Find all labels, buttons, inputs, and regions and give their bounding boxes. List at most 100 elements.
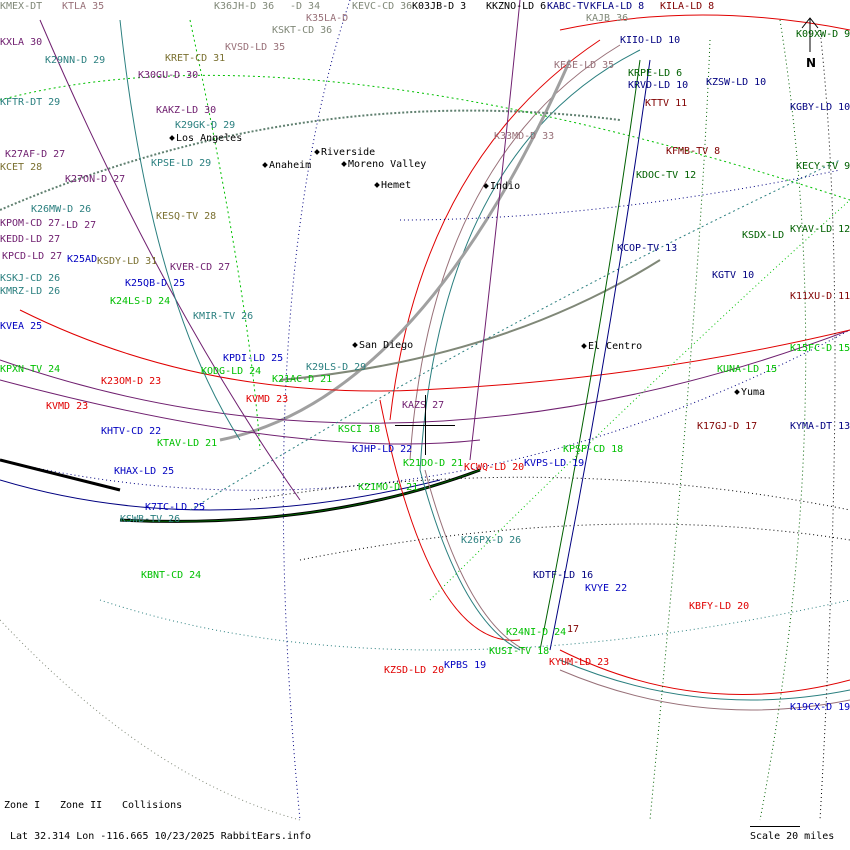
station-label[interactable]: KCET 28: [0, 162, 43, 173]
station-label[interactable]: KTTV 11: [645, 98, 688, 109]
station-label[interactable]: KABC-TV: [547, 1, 590, 12]
station-label[interactable]: KSKT-CD 36: [272, 25, 333, 36]
station-label[interactable]: K29NN-D 29: [45, 55, 106, 66]
station-label[interactable]: K27AF-D 27: [5, 149, 66, 160]
station-label[interactable]: K35LA-D: [306, 13, 349, 24]
station-label[interactable]: K27ON-D 27: [65, 174, 126, 185]
station-label[interactable]: KFMB-TV 8: [666, 146, 721, 157]
station-label[interactable]: KMEX-DT: [0, 1, 43, 12]
station-label[interactable]: KRPE-LD 6: [628, 68, 683, 79]
station-label[interactable]: KYMA-DT 13: [790, 421, 850, 432]
station-label[interactable]: KDOC-TV 12: [636, 170, 697, 181]
station-label[interactable]: KMIR-TV 26: [193, 311, 254, 322]
north-icon: N: [806, 56, 817, 70]
station-label[interactable]: KBFY-LD 20: [689, 601, 750, 612]
station-label[interactable]: KCWQ-LD 20: [464, 462, 525, 473]
station-label[interactable]: KSDY-LD 31: [97, 256, 158, 267]
station-label[interactable]: K7TC-LD 25: [145, 502, 206, 513]
station-label[interactable]: KAKZ-LD 30: [156, 105, 217, 116]
station-label[interactable]: KPBS 19: [444, 660, 487, 671]
station-label[interactable]: K29LS-D 29: [306, 362, 367, 373]
station-label[interactable]: KTAV-LD 21: [157, 438, 218, 449]
station-label[interactable]: KMRZ-LD 26: [0, 286, 61, 297]
station-label[interactable]: KRET-CD 31: [165, 53, 226, 64]
station-label[interactable]: K26MW-D 26: [31, 204, 92, 215]
station-label[interactable]: -D 34: [290, 1, 321, 12]
station-label[interactable]: KPCD-LD 27: [2, 251, 63, 262]
station-label[interactable]: KCOP-TV 13: [617, 243, 678, 254]
station-label[interactable]: K21AC-D 21: [272, 374, 333, 385]
station-label[interactable]: KHTV-CD 22: [101, 426, 162, 437]
station-label[interactable]: KSKJ-CD 26: [0, 273, 61, 284]
station-label[interactable]: KESQ-TV 28: [156, 211, 217, 222]
contour-arc: [0, 329, 850, 424]
station-label[interactable]: KFTR-DT 29: [0, 97, 61, 108]
station-label[interactable]: KZSD-LD 20: [384, 665, 445, 676]
station-label[interactable]: KODG-LD 24: [201, 366, 262, 377]
station-label[interactable]: KSCI 18: [338, 424, 381, 435]
station-label[interactable]: KZSW-LD 10: [706, 77, 767, 88]
station-label[interactable]: KVMD 23: [46, 401, 89, 412]
station-label[interactable]: K15FC-D 15: [790, 343, 850, 354]
station-label[interactable]: KFLA-LD 8: [590, 1, 645, 12]
station-label[interactable]: K25QB-D 25: [125, 278, 186, 289]
station-label[interactable]: K17GJ-D 17: [697, 421, 758, 432]
station-label[interactable]: KESE-LD 35: [554, 60, 615, 71]
station-label[interactable]: KAJB 36: [586, 13, 629, 24]
station-label[interactable]: K23OM-D 23: [101, 376, 162, 387]
station-label[interactable]: -LD 27: [60, 220, 97, 231]
station-label[interactable]: KVSD-LD 35: [225, 42, 286, 53]
station-label[interactable]: KEDD-LD 27: [0, 234, 61, 245]
station-label[interactable]: KVEA 25: [0, 321, 43, 332]
station-label[interactable]: KYUM-LD 23: [549, 657, 610, 668]
station-label[interactable]: KVMD 23: [246, 394, 289, 405]
station-label[interactable]: K24NI-D 24: [506, 627, 567, 638]
station-label[interactable]: KGBY-LD 10: [790, 102, 850, 113]
station-label[interactable]: KPDI-LD 25: [223, 353, 284, 364]
station-label[interactable]: K33MD-D 33: [494, 131, 555, 142]
station-label[interactable]: K30GU-D 30: [138, 70, 199, 81]
station-label[interactable]: K19CX-D 19: [790, 702, 850, 713]
station-label[interactable]: KGTV 10: [712, 270, 755, 281]
station-label[interactable]: KKZNO-LD 6: [486, 1, 547, 12]
station-label[interactable]: KBNT-CD 24: [141, 570, 202, 581]
station-label[interactable]: KYAV-LD 12: [790, 224, 850, 235]
station-label[interactable]: KECY-TV 9: [796, 161, 850, 172]
station-label[interactable]: K36JH-D 36: [214, 1, 275, 12]
station-label[interactable]: K03JB-D 3: [412, 1, 467, 12]
station-label[interactable]: KILA-LD 8: [660, 1, 715, 12]
station-label[interactable]: K21MO-D 21: [358, 482, 419, 493]
station-label[interactable]: KIIO-LD 10: [620, 35, 681, 46]
station-label[interactable]: K26PX-D 26: [461, 535, 522, 546]
station-label[interactable]: KAZS 27: [402, 400, 445, 411]
station-label[interactable]: KSDX-LD: [742, 230, 785, 241]
station-label[interactable]: K21DO-D 21: [403, 458, 464, 469]
station-label[interactable]: K24LS-D 24: [110, 296, 171, 307]
station-label[interactable]: KPSE-LD 29: [151, 158, 212, 169]
station-label[interactable]: KDTF-LD 16: [533, 570, 594, 581]
station-label[interactable]: K09XW-D 9: [796, 29, 850, 40]
station-label[interactable]: KVYE 22: [585, 583, 628, 594]
station-label[interactable]: KJHP-LD 22: [352, 444, 413, 455]
station-label[interactable]: KXLA 30: [0, 37, 43, 48]
station-label[interactable]: KPOM-CD 27: [0, 218, 61, 229]
station-label[interactable]: KEVC-CD 36: [352, 1, 413, 12]
station-label[interactable]: KUNA-LD 15: [717, 364, 778, 375]
station-label[interactable]: KHAX-LD 25: [114, 466, 175, 477]
station-label[interactable]: K29GK-D 29: [175, 120, 236, 131]
station-label[interactable]: KPSP-CD 18: [563, 444, 624, 455]
station-label[interactable]: K25AD: [67, 254, 98, 265]
station-label[interactable]: KVER-CD 27: [170, 262, 231, 273]
city-name: Moreno Valley: [348, 159, 427, 170]
contour-arc: [119, 469, 481, 522]
station-label[interactable]: KRVD-LD 10: [628, 80, 689, 91]
station-label[interactable]: KUSI-TV 18: [489, 646, 550, 657]
station-label[interactable]: K11XU-D 11: [790, 291, 850, 302]
station-label[interactable]: 17: [567, 624, 580, 635]
station-label[interactable]: KTLA 35: [62, 1, 105, 12]
station-label[interactable]: KSWB-TV 26: [120, 514, 181, 525]
station-label[interactable]: KPXN-TV 24: [0, 364, 61, 375]
contour-arc: [99, 599, 850, 651]
station-label[interactable]: KVPS-LD 19: [524, 458, 585, 469]
